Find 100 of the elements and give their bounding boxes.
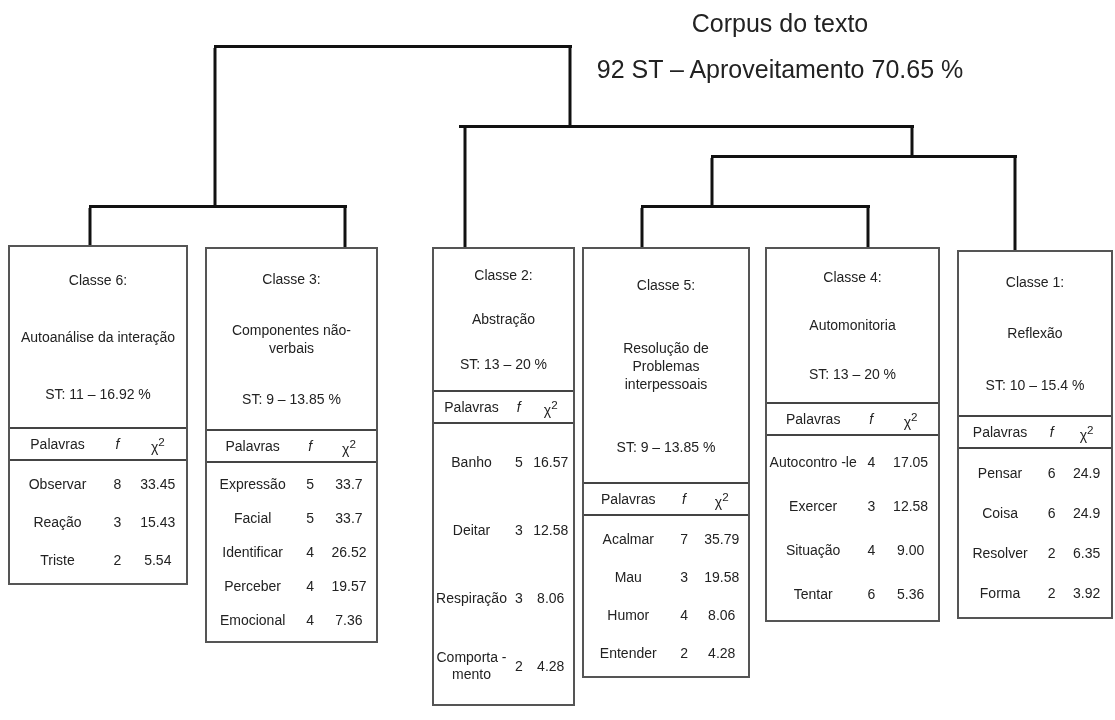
dendrogram-line — [1013, 158, 1017, 250]
chi-square-cell-text: 15.43 — [139, 513, 177, 531]
chi-square-cell-text: 4.28 — [536, 657, 566, 675]
word-cell-text: Acalmar — [601, 530, 655, 548]
word-cell-text: Exercer — [788, 497, 839, 515]
word-cell-text: Facial — [232, 509, 273, 527]
column-header: χ$^{2}$ — [341, 435, 357, 458]
dendrogram-line — [640, 208, 644, 247]
dendrogram-line — [710, 158, 714, 205]
dendrogram-line — [213, 48, 217, 205]
column-header: f — [868, 410, 876, 428]
word-cell-text: Autocontro -le — [768, 453, 858, 471]
word-cell-text: Deitar — [451, 521, 492, 539]
frequency-cell-text: 4 — [866, 541, 877, 559]
word-cell-text: Perceber — [223, 577, 283, 595]
frequency-cell-text: 7 — [679, 530, 689, 548]
word-cell-text: Pensar — [976, 464, 1024, 482]
column-header: f — [515, 398, 523, 416]
word-cell-text: Mau — [613, 568, 643, 586]
word-cell-text: Forma — [978, 584, 1022, 602]
frequency-cell-text: 3 — [112, 513, 123, 531]
chi-square-cell-text: 33.7 — [334, 475, 364, 493]
chi-square-cell-text: 12.58 — [892, 497, 930, 515]
column-header: f — [1048, 423, 1056, 441]
frequency-cell-text: 3 — [679, 568, 689, 586]
chi-square-cell-text: 5.36 — [896, 585, 926, 603]
chi-square-cell-text: 35.79 — [703, 530, 741, 548]
word-cell-text: Humor — [606, 606, 651, 624]
word-cell-text: Comporta -mento — [435, 649, 508, 683]
segment-count: ST: 11 – 16.92 % — [45, 385, 151, 404]
class-title: Classe 3: — [262, 269, 321, 288]
chi-square-cell-text: 6.35 — [1072, 544, 1102, 562]
dendrogram-bar — [213, 45, 572, 48]
chi-square-cell-text: 12.58 — [532, 521, 570, 539]
chi-square-cell-text: 17.05 — [892, 453, 930, 471]
frequency-cell-text: 2 — [112, 551, 123, 569]
class-box — [432, 247, 575, 706]
dendrogram-line — [343, 208, 347, 247]
frequency-cell-text: 6 — [1046, 464, 1057, 482]
word-cell-text: Banho — [450, 453, 493, 471]
word-cell-text: Tentar — [792, 585, 834, 603]
class-title: Classe 6: — [68, 270, 128, 289]
segment-count: ST: 13 – 20 % — [808, 364, 897, 383]
chi-square-cell-text: 19.58 — [703, 568, 741, 586]
word-cell-text: Resolver — [971, 544, 1029, 562]
frequency-cell-text: 5 — [513, 453, 524, 471]
chi-square-cell-text: 24.9 — [1072, 504, 1102, 522]
word-cell-text: Emocional — [218, 611, 287, 629]
column-header: χ$^{2}$ — [713, 488, 730, 511]
class-title: Classe 2: — [474, 266, 533, 285]
class-name: Componentes não-verbais — [230, 321, 353, 357]
chi-square-cell-text: 19.57 — [330, 577, 368, 595]
frequency-cell-text: 5 — [305, 475, 315, 493]
segment-count: ST: 10 – 15.4 % — [985, 376, 1085, 395]
frequency-cell-text: 2 — [513, 657, 524, 675]
frequency-cell-text: 2 — [1046, 584, 1057, 602]
segment-count: ST: 13 – 20 % — [459, 354, 548, 373]
class-name: Resolução de Problemas interpessoais — [622, 338, 710, 393]
word-cell-text: Expressão — [218, 475, 287, 493]
chi-square-cell-text: 3.92 — [1072, 584, 1102, 602]
dendrogram-bar — [710, 155, 1017, 158]
dendrogram-line — [910, 128, 914, 155]
word-cell-text: Coisa — [981, 504, 1019, 522]
frequency-cell-text: 4 — [305, 543, 315, 561]
class-box — [765, 247, 940, 622]
chi-square-cell-text: 9.00 — [896, 541, 926, 559]
class-name: Automonitoria — [809, 316, 896, 335]
class-name: Reflexão — [1007, 324, 1063, 343]
chi-square-cell-text: 8.06 — [536, 589, 566, 607]
class-title: Classe 1: — [1005, 272, 1065, 291]
class-box — [582, 247, 750, 678]
column-header: Palavras — [443, 398, 500, 416]
column-header: χ$^{2}$ — [542, 396, 559, 419]
corpus-summary: 92 ST – Aproveitamento 70.65 % — [595, 54, 965, 84]
dendrogram-line — [463, 128, 467, 247]
chi-square-cell-text: 8.06 — [707, 606, 737, 624]
dendrogram-bar — [458, 125, 914, 128]
word-cell-text: Reação — [32, 513, 83, 531]
word-cell-text: Entender — [598, 644, 658, 662]
column-header: Palavras — [784, 410, 842, 428]
frequency-cell-text: 4 — [305, 611, 315, 629]
frequency-cell-text: 4 — [866, 453, 877, 471]
class-name: Autoanálise da interação — [20, 328, 176, 346]
word-cell-text: Respiração — [435, 589, 508, 607]
diagram-title: Corpus do texto — [690, 8, 870, 38]
column-header: f — [681, 490, 688, 508]
class-title: Classe 4: — [823, 268, 882, 287]
column-header: χ$^{2}$ — [902, 408, 919, 431]
column-header: f — [114, 435, 122, 453]
chi-square-cell-text: 24.9 — [1072, 464, 1102, 482]
dendrogram-line — [88, 208, 92, 245]
segment-count: ST: 9 – 13.85 % — [616, 437, 716, 456]
frequency-cell-text: 3 — [513, 521, 524, 539]
frequency-cell-text: 8 — [112, 475, 123, 493]
frequency-cell-text: 2 — [679, 644, 689, 662]
frequency-cell-text: 3 — [866, 497, 877, 515]
class-name: Abstração — [471, 310, 535, 329]
dendrogram-bar — [88, 205, 347, 208]
dendrogram-line — [568, 48, 572, 125]
class-box — [205, 247, 378, 643]
